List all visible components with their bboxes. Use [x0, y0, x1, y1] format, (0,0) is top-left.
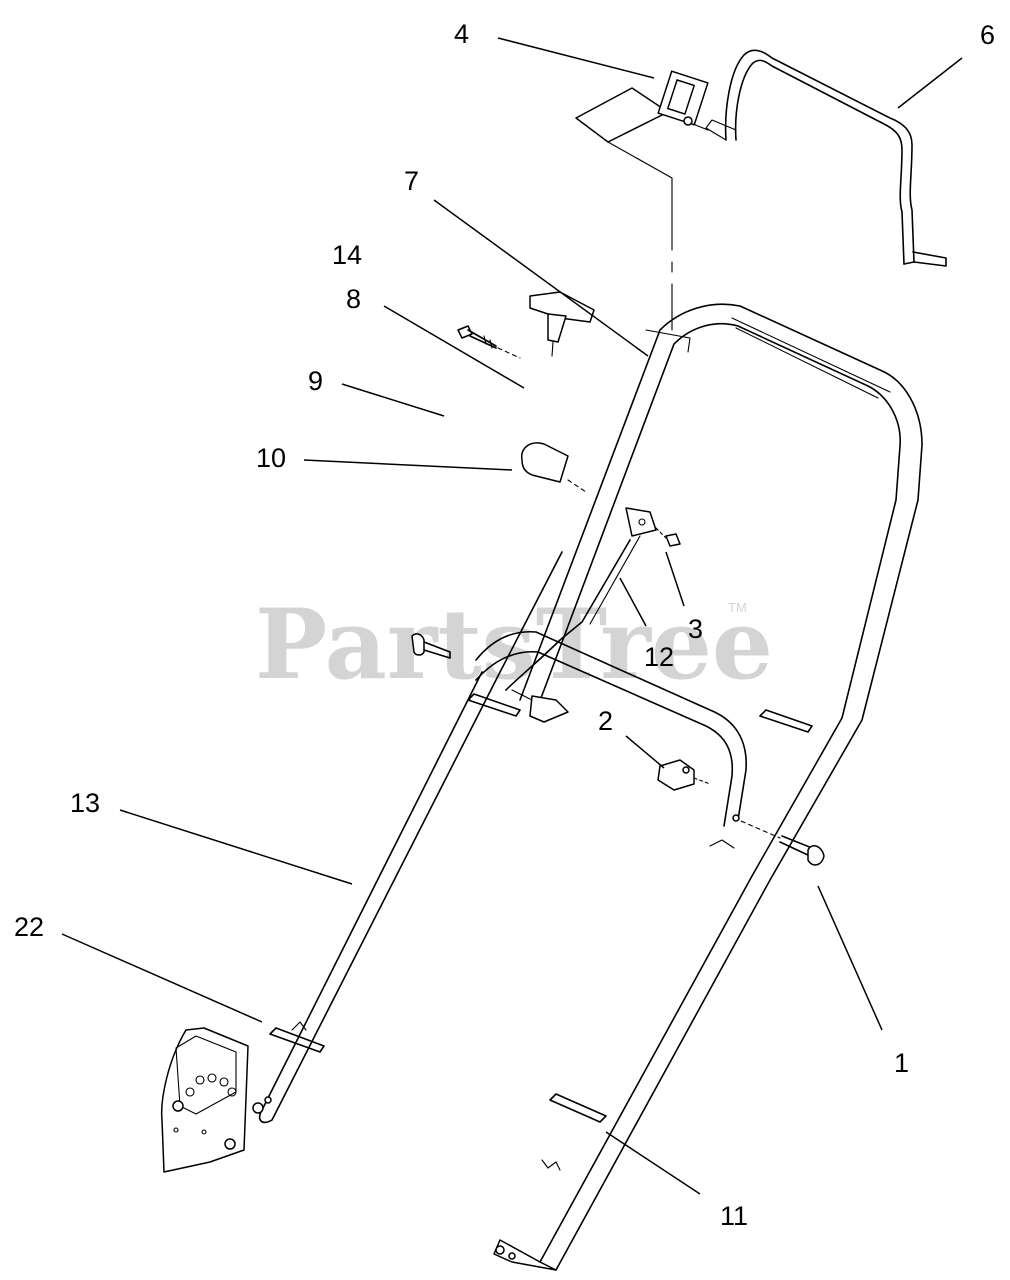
part-cap[interactable] [521, 442, 587, 493]
callout-8: 8 [346, 284, 361, 314]
leader-8 [383, 305, 525, 389]
callout-9: 9 [308, 366, 323, 396]
part-lower-handle[interactable] [252, 551, 813, 1124]
part-clip[interactable] [657, 759, 711, 791]
leader-10 [303, 459, 513, 471]
callout-7: 7 [404, 166, 419, 196]
leader-1 [817, 885, 883, 1031]
part-upper-handle[interactable] [493, 303, 923, 1271]
callout-14: 14 [332, 240, 362, 270]
leader-7 [433, 199, 649, 357]
part-knob[interactable] [529, 291, 595, 357]
part-clamp-nut[interactable] [625, 507, 681, 547]
callout-labels: 4 6 7 14 8 9 10 3 12 2 13 22 1 11 [14, 19, 995, 1231]
watermark-trademark: TM [728, 600, 747, 615]
part-carriage-bolt[interactable] [732, 814, 825, 866]
callout-2: 2 [598, 706, 613, 736]
leader-22 [61, 933, 263, 1023]
part-handle-clip-left[interactable] [511, 689, 569, 723]
callout-12: 12 [644, 642, 674, 672]
leader-3 [665, 551, 685, 607]
leader-12 [619, 577, 647, 627]
part-cable[interactable] [505, 535, 641, 691]
leader-13 [119, 809, 353, 885]
leader-4 [497, 37, 655, 79]
callout-13: 13 [70, 788, 100, 818]
part-bail-bar[interactable] [705, 49, 947, 267]
callout-1: 1 [894, 1048, 909, 1078]
leader-9 [341, 383, 445, 417]
part-control-plate[interactable] [575, 70, 709, 179]
callout-22: 22 [14, 912, 44, 942]
callout-11: 11 [720, 1201, 748, 1231]
leader-lines [61, 37, 963, 1195]
callout-4: 4 [454, 19, 469, 49]
leader-11 [605, 1131, 701, 1195]
leader-6 [897, 57, 963, 109]
part-carriage-bolt-upper[interactable] [411, 633, 451, 659]
callout-10: 10 [256, 443, 286, 473]
callout-6: 6 [980, 20, 995, 50]
part-mounting-bracket[interactable] [160, 1027, 249, 1173]
callout-3: 3 [688, 614, 703, 644]
part-bolt-9[interactable] [457, 325, 521, 359]
leader-2 [625, 735, 665, 769]
